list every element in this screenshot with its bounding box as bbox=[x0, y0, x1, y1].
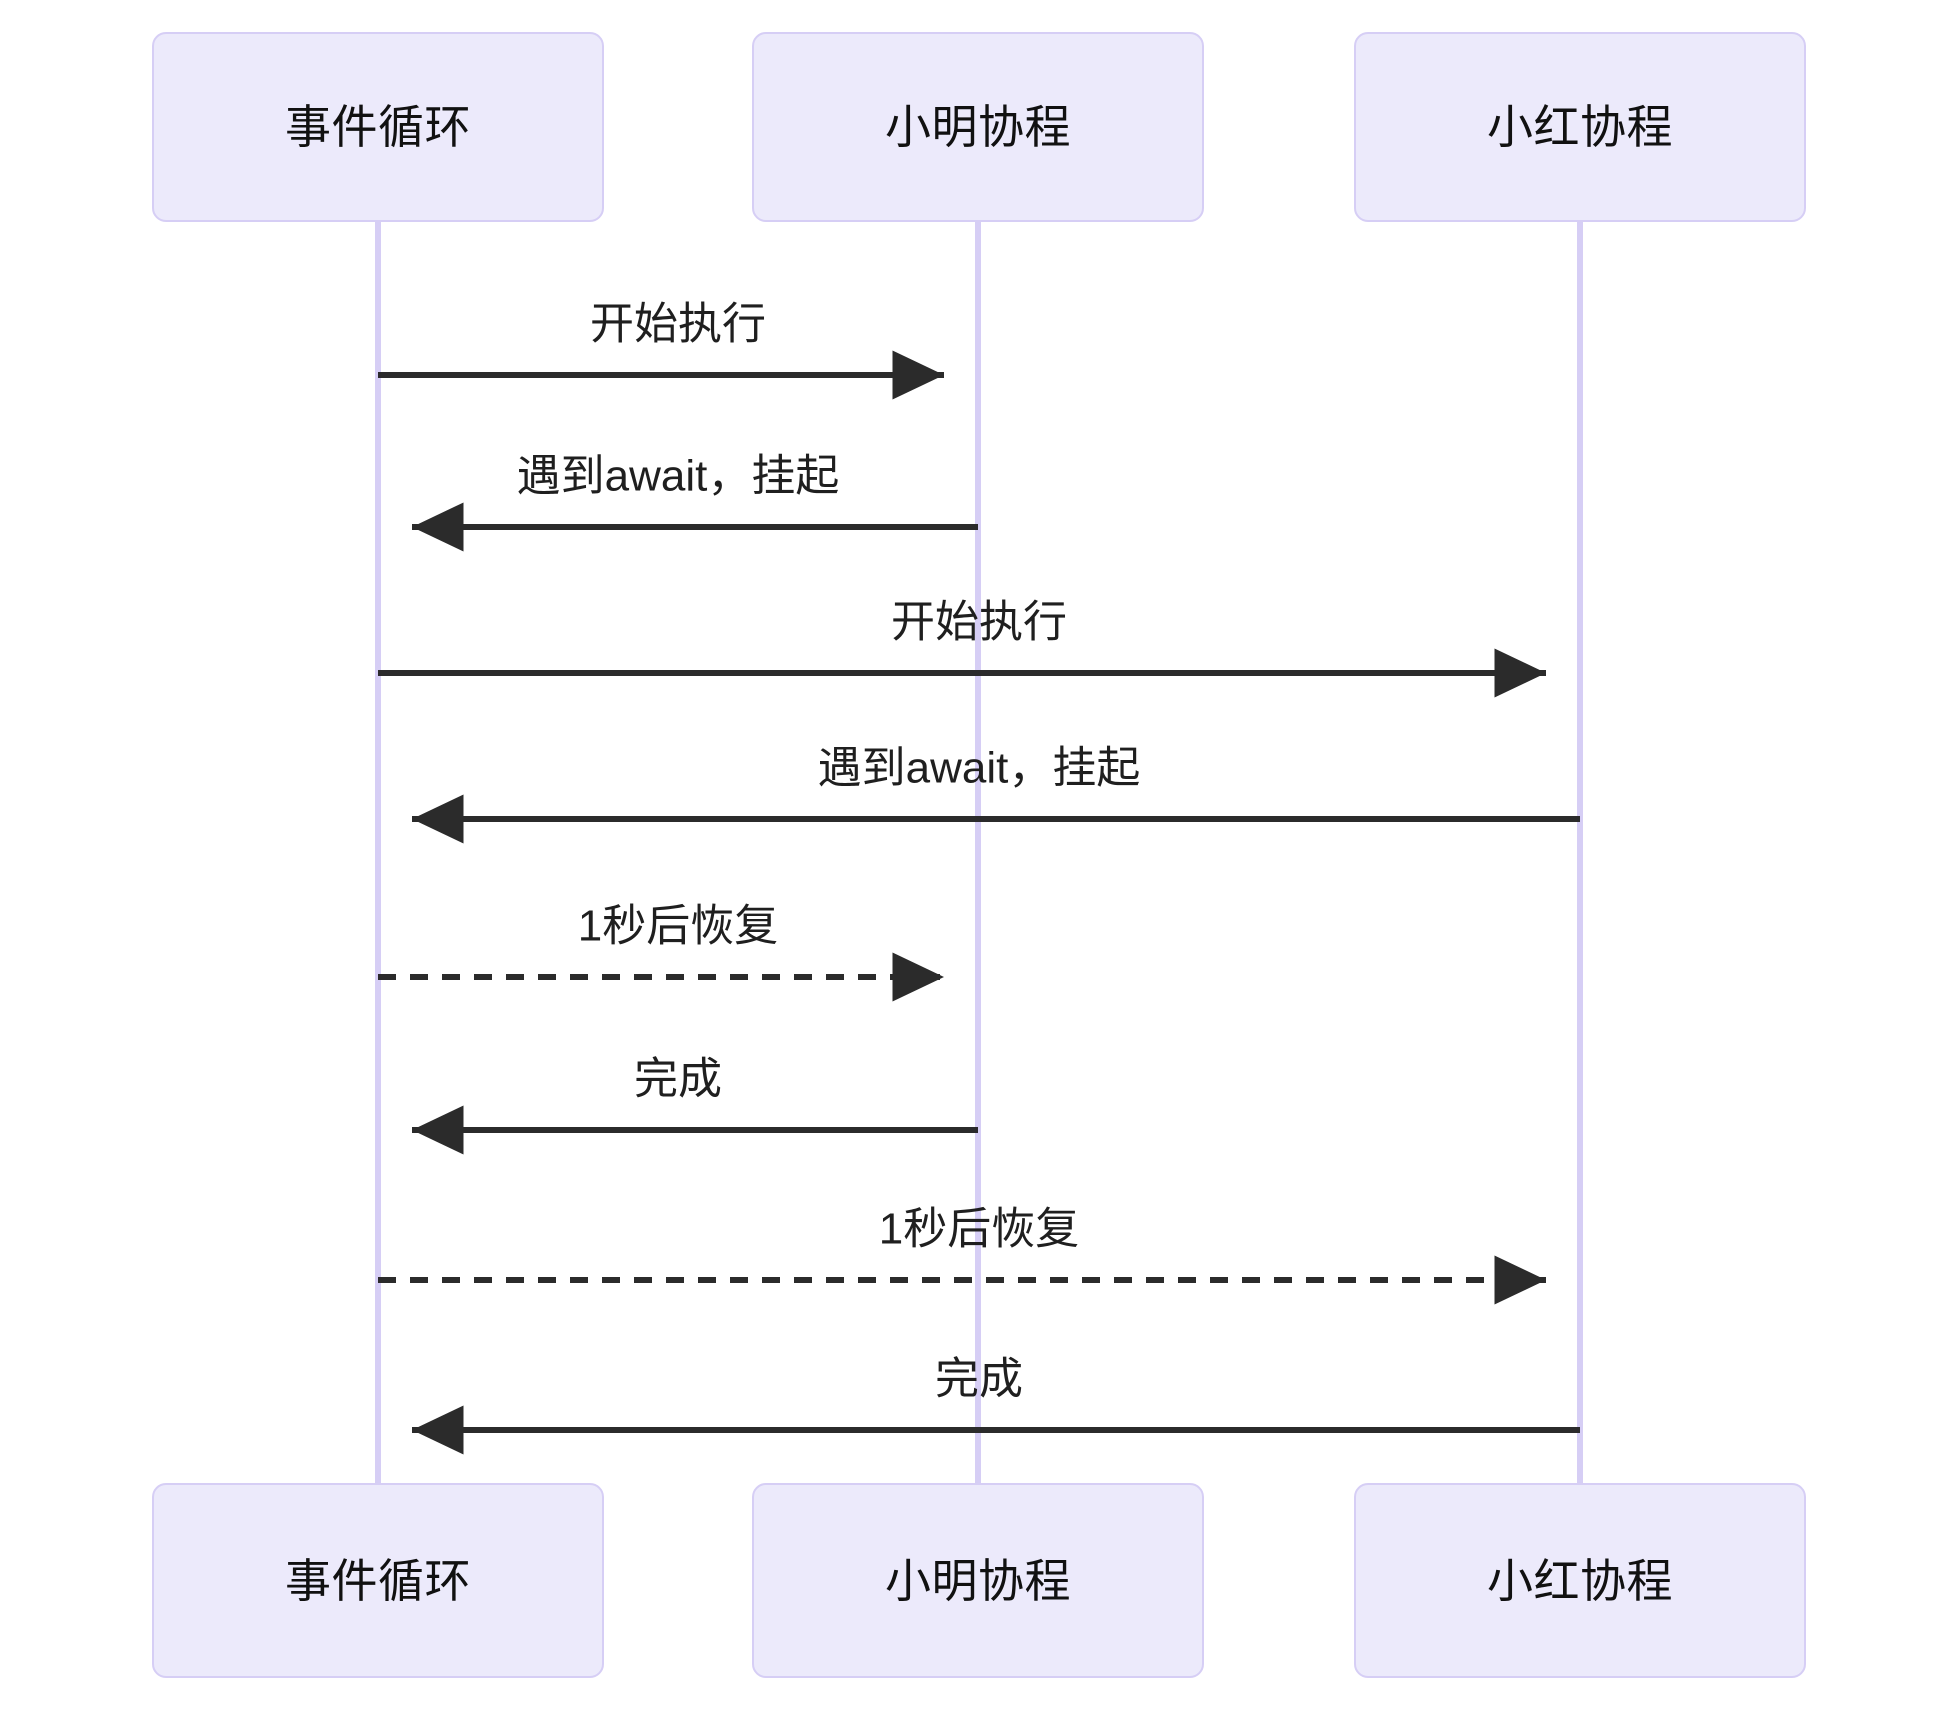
participant-label-loop: 事件循环 bbox=[285, 1554, 471, 1607]
participant-box-hong-bottom[interactable]: 小红协程 bbox=[1354, 1483, 1806, 1678]
message-label-4: 遇到await，挂起 bbox=[817, 743, 1141, 793]
participant-box-ming-bottom[interactable]: 小明协程 bbox=[752, 1483, 1204, 1678]
participant-label-hong: 小红协程 bbox=[1487, 101, 1673, 153]
message-label-5: 1秒后恢复 bbox=[577, 901, 779, 951]
message-label-6: 完成 bbox=[634, 1054, 722, 1104]
message-label-8: 完成 bbox=[935, 1354, 1023, 1404]
message-label-2: 遇到await，挂起 bbox=[516, 451, 840, 501]
participant-box-loop-top[interactable]: 事件循环 bbox=[152, 32, 604, 222]
participant-label-loop: 事件循环 bbox=[285, 101, 471, 153]
participant-box-hong-top[interactable]: 小红协程 bbox=[1354, 32, 1806, 222]
participant-label-hong: 小红协程 bbox=[1487, 1554, 1673, 1607]
participant-box-loop-bottom[interactable]: 事件循环 bbox=[152, 1483, 604, 1678]
message-label-3: 开始执行 bbox=[891, 597, 1067, 647]
participant-label-ming: 小明协程 bbox=[885, 101, 1071, 153]
message-label-1: 开始执行 bbox=[590, 299, 766, 349]
message-label-7: 1秒后恢复 bbox=[878, 1204, 1080, 1254]
participant-label-ming: 小明协程 bbox=[885, 1554, 1071, 1607]
participant-box-ming-top[interactable]: 小明协程 bbox=[752, 32, 1204, 222]
lifelines-group bbox=[375, 222, 1583, 1483]
message-arrows-group bbox=[378, 350, 1580, 1455]
